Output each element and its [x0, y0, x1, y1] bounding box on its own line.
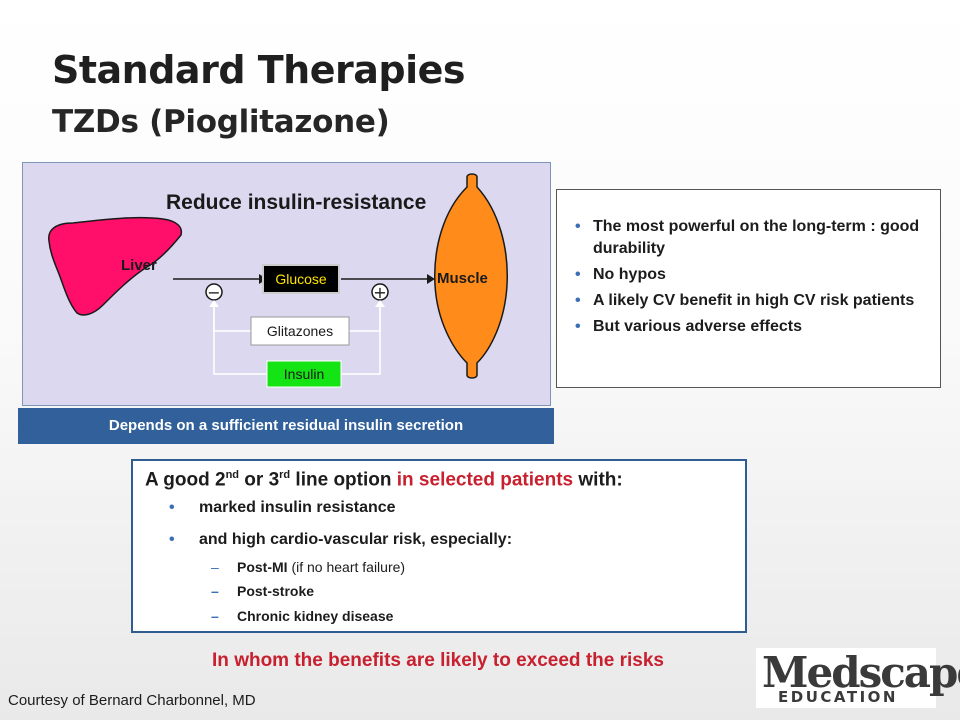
benefit-item: The most powerful on the long-term : goo… [571, 216, 921, 260]
logo-wordmark: Medscape [762, 648, 960, 697]
slide-subtitle: TZDs (Pioglitazone) [52, 104, 390, 140]
courtesy-credit: Courtesy of Bernard Charbonnel, MD [8, 692, 256, 709]
indication-item: marked insulin resistance [169, 499, 395, 517]
indication-item: and high cardio-vascular risk, especiall… [169, 531, 512, 549]
glitazones-arrowhead-left [209, 300, 219, 307]
insulin-arrow-left [213, 305, 267, 375]
diagram-heading: Reduce insulin-resistance [166, 191, 426, 214]
indication-subitem: Chronic kidney disease [211, 608, 393, 624]
insulin-label: Insulin [284, 366, 324, 382]
glitazones-arrow-left [213, 305, 251, 332]
benefit-item: A likely CV benefit in high CV risk pati… [571, 290, 921, 312]
glitazones-arrowhead-right [375, 300, 385, 307]
medscape-logo: Medscape EDUCATION [756, 648, 960, 708]
glitazones-label: Glitazones [267, 323, 333, 339]
plus-sign: + [373, 283, 386, 302]
benefit-item: But various adverse effects [571, 316, 921, 338]
indications-heading: A good 2nd or 3rd line option in selecte… [145, 469, 623, 491]
indication-subitem: Post-stroke [211, 583, 314, 599]
liver-label: Liver [121, 257, 157, 274]
logo-tagline: EDUCATION [778, 688, 898, 706]
glucose-box [262, 264, 340, 294]
slide-title: Standard Therapies [52, 48, 466, 92]
benefits-list: The most powerful on the long-term : goo… [571, 216, 921, 342]
muscle-shape [434, 173, 508, 379]
insulin-arrow-right [341, 305, 381, 375]
caption-bar: Depends on a sufficient residual insulin… [18, 408, 554, 444]
muscle-label: Muscle [437, 270, 488, 287]
glucose-to-muscle-arrowhead [427, 274, 435, 284]
glucose-label: Glucose [275, 271, 327, 287]
indication-subitem: Post-MI (if no heart failure) [211, 559, 405, 575]
conclusion-text: In whom the benefits are likely to excee… [212, 650, 664, 671]
benefits-box: The most powerful on the long-term : goo… [556, 189, 941, 388]
highlight-selected-patients: in selected patients [396, 469, 574, 491]
liver-shape [48, 216, 183, 316]
glitazones-box [250, 316, 350, 346]
benefit-item: No hypos [571, 264, 921, 286]
indications-box: A good 2nd or 3rd line option in selecte… [131, 459, 747, 633]
minus-sign: − [207, 283, 220, 302]
insulin-box [266, 360, 342, 388]
mechanism-diagram: Reduce insulin-resistance Liver Muscle G… [22, 162, 551, 406]
glitazones-arrow-right [349, 305, 381, 332]
